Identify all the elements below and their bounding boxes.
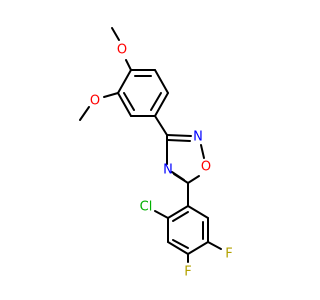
bond <box>125 59 132 71</box>
bond <box>154 92 169 117</box>
bond <box>150 92 162 111</box>
bond <box>171 171 185 181</box>
bond <box>187 175 200 184</box>
atom-nitrogen-lower: N <box>163 163 173 178</box>
atom-fluorine-bottom: F <box>184 265 191 280</box>
bond <box>200 144 205 159</box>
bond <box>103 92 119 98</box>
bond <box>166 134 192 137</box>
atom-nitrogen-upper: N <box>193 130 203 145</box>
bond <box>172 239 189 249</box>
bond <box>154 115 168 136</box>
bond <box>123 92 135 111</box>
bonds <box>79 27 222 263</box>
bond <box>167 241 189 255</box>
bond <box>154 69 169 94</box>
bond <box>187 241 209 255</box>
bond <box>172 211 189 222</box>
atom-oxygen-top: O <box>117 43 127 58</box>
bond <box>187 205 209 219</box>
atom-oxygen-ring: O <box>201 160 211 175</box>
bond <box>79 106 90 121</box>
bond <box>111 27 120 41</box>
atom-chlorine: Cl <box>140 200 153 215</box>
molecule-diagram: O O N O N Cl F F <box>79 27 233 280</box>
bond <box>117 69 132 94</box>
atom-labels: O O N O N Cl F F <box>90 43 233 280</box>
structure-canvas: O O N O N Cl F F <box>79 27 233 280</box>
bond <box>154 210 169 219</box>
bond <box>167 205 189 219</box>
bond <box>207 241 222 250</box>
atom-fluorine-right: F <box>225 247 232 262</box>
atom-oxygen-left: O <box>90 94 100 109</box>
bond <box>167 139 191 142</box>
bond <box>117 92 132 117</box>
